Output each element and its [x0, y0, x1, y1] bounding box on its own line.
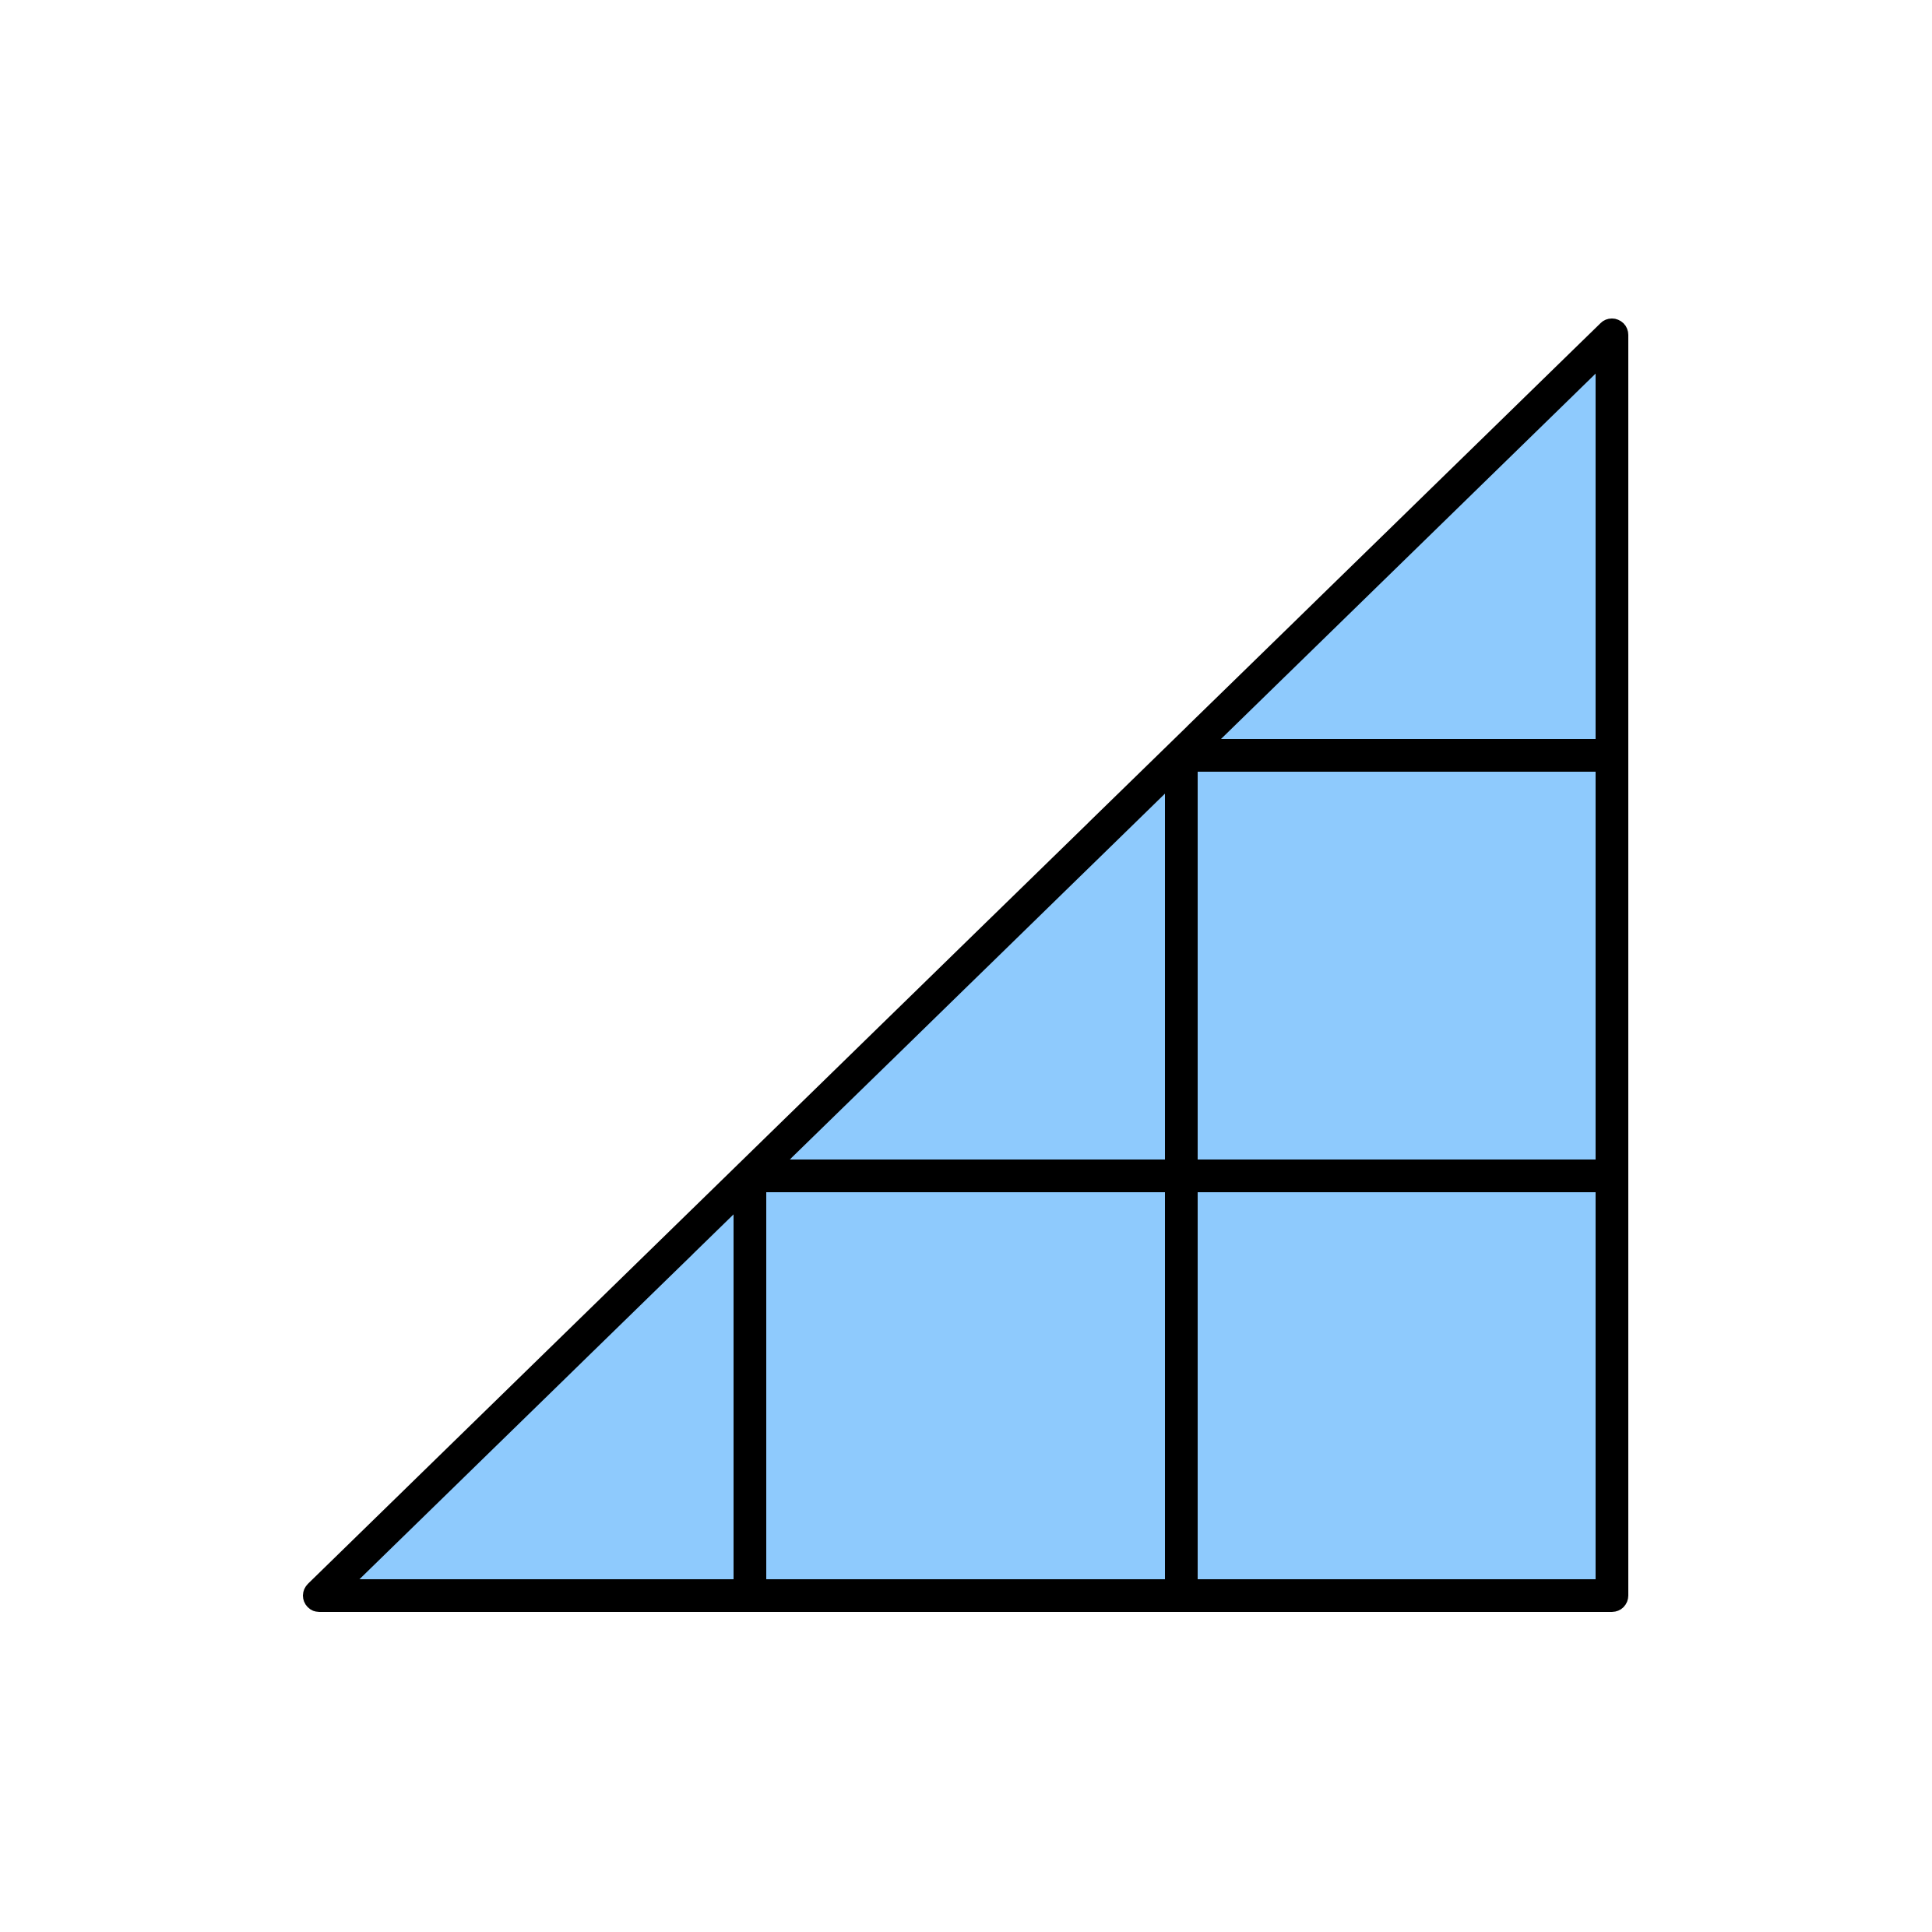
triangle-outline: [303, 318, 1628, 1612]
